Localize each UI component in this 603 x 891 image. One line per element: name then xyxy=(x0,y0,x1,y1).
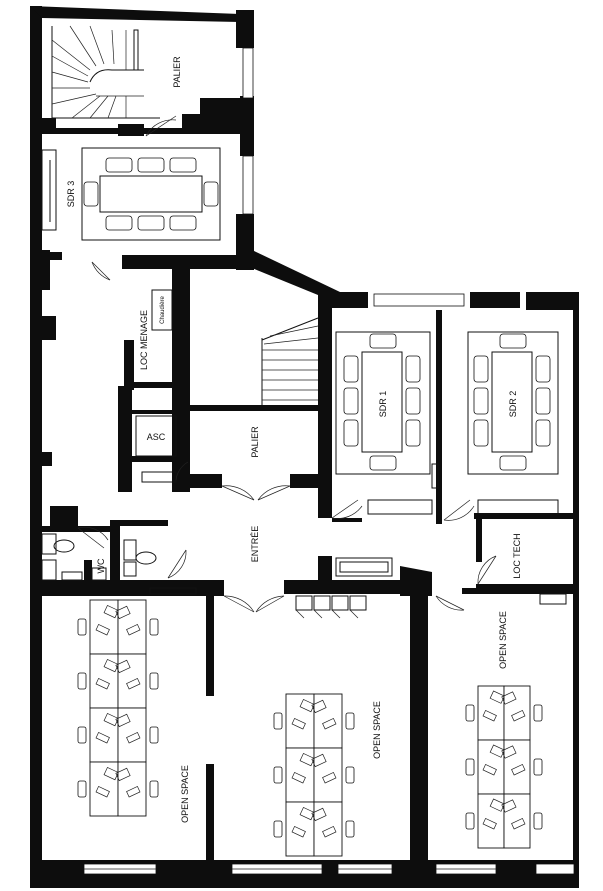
sdr2-meeting-room xyxy=(467,331,559,515)
label-palier-mid: PALIER xyxy=(250,426,260,458)
label-sdr2: SDR 2 xyxy=(508,391,518,418)
staircase-mid xyxy=(261,317,319,405)
desk xyxy=(117,707,147,763)
chair xyxy=(149,726,159,744)
sdr1-meeting-room xyxy=(335,331,433,515)
chair xyxy=(465,812,475,830)
chair xyxy=(345,712,355,730)
chair xyxy=(149,672,159,690)
chair xyxy=(465,758,475,776)
desk xyxy=(477,685,505,741)
staircase-top xyxy=(51,25,160,119)
chair xyxy=(273,766,283,784)
chair xyxy=(77,726,87,744)
label-asc: ASC xyxy=(147,432,166,442)
label-loc-menage: LOC MENAGE xyxy=(139,310,149,370)
windows xyxy=(83,47,575,875)
chair xyxy=(77,672,87,690)
chair xyxy=(149,780,159,798)
label-open-space-left: OPEN SPACE xyxy=(180,765,190,823)
chair xyxy=(149,618,159,636)
chair xyxy=(273,820,283,838)
doors xyxy=(77,115,497,613)
utility-rooms xyxy=(135,289,567,605)
wc-area xyxy=(41,533,197,595)
chair xyxy=(465,704,475,722)
walls xyxy=(30,6,579,888)
chair xyxy=(77,780,87,798)
chair xyxy=(345,820,355,838)
chair xyxy=(533,758,543,776)
sdr3-meeting-room xyxy=(41,147,221,241)
label-loc-tech: LOC TECH xyxy=(512,533,522,578)
label-open-space-right: OPEN SPACE xyxy=(498,611,508,669)
chair xyxy=(533,704,543,722)
chair xyxy=(345,766,355,784)
label-sdr3: SDR 3 xyxy=(66,181,76,208)
label-palier-top: PALIER xyxy=(172,56,182,88)
reception-chairs xyxy=(295,595,367,619)
open-space-desks xyxy=(77,599,543,857)
chair xyxy=(77,618,87,636)
label-sdr1: SDR 1 xyxy=(378,391,388,418)
room-labels: PALIER SDR 3 LOC MENAGE Chaudière ASC PA… xyxy=(66,56,522,823)
label-entree: ENTRÉE xyxy=(250,526,260,563)
label-open-space-mid: OPEN SPACE xyxy=(372,701,382,759)
label-chaudiere: Chaudière xyxy=(160,295,166,323)
chair xyxy=(273,712,283,730)
label-wc: WC xyxy=(96,558,106,573)
chair xyxy=(533,812,543,830)
